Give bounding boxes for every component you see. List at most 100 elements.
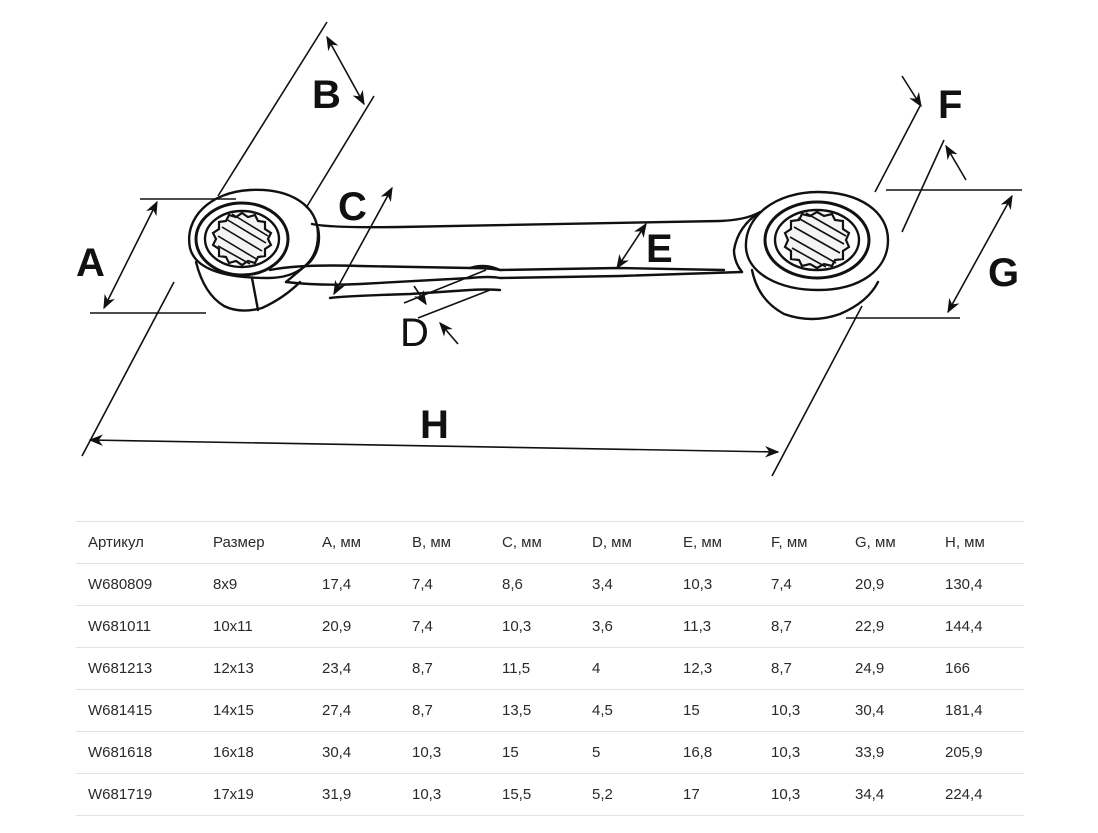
dim-b-extension-left bbox=[217, 21, 328, 197]
shaft-underside bbox=[328, 288, 502, 300]
table-row: W681011 10x11 20,9 7,4 10,3 3,6 11,3 8,7… bbox=[76, 605, 1024, 648]
dim-a-arrow bbox=[103, 200, 158, 310]
col-header-d: D, мм bbox=[592, 534, 632, 551]
wrench-illustration bbox=[187, 188, 890, 321]
cell-f: 10,3 bbox=[771, 744, 801, 761]
cell-c: 15,5 bbox=[502, 786, 532, 803]
cell-g: 33,9 bbox=[855, 744, 885, 761]
spec-table: Артикул Размер A, мм B, мм C, мм D, мм E… bbox=[76, 521, 1024, 816]
dim-label-h: H bbox=[420, 403, 449, 447]
col-header-c: C, мм bbox=[502, 534, 542, 551]
cell-size: 8x9 bbox=[213, 576, 238, 593]
table-row: W681618 16x18 30,4 10,3 15 5 16,8 10,3 3… bbox=[76, 731, 1024, 774]
cell-f: 8,7 bbox=[771, 660, 792, 677]
cell-f: 8,7 bbox=[771, 618, 792, 635]
cell-h: 205,9 bbox=[945, 744, 983, 761]
cell-e: 15 bbox=[683, 702, 700, 719]
right-ring bbox=[763, 200, 871, 280]
cell-size: 16x18 bbox=[213, 744, 254, 761]
wrench-dimension-diagram: A B C D E F G H bbox=[76, 21, 1022, 477]
dim-h-extension-left bbox=[81, 281, 175, 457]
cell-h: 144,4 bbox=[945, 618, 983, 635]
cell-h: 166 bbox=[945, 660, 971, 677]
cell-b: 7,4 bbox=[412, 576, 433, 593]
left-head-outer bbox=[187, 188, 320, 280]
dim-b-extension-right bbox=[305, 95, 375, 209]
cell-a: 30,4 bbox=[322, 744, 352, 761]
col-header-g: G, мм bbox=[855, 534, 896, 551]
cell-a: 27,4 bbox=[322, 702, 352, 719]
cell-article: W681213 bbox=[88, 660, 153, 677]
shaft-bend-detail bbox=[468, 264, 502, 272]
cell-e: 17 bbox=[683, 786, 700, 803]
table-row: W681415 14x15 27,4 8,7 13,5 4,5 15 10,3 … bbox=[76, 689, 1024, 732]
cell-d: 4,5 bbox=[592, 702, 613, 719]
dim-d-arrow-top bbox=[413, 285, 427, 306]
dim-label-e: E bbox=[646, 227, 673, 271]
cell-b: 7,4 bbox=[412, 618, 433, 635]
cell-g: 20,9 bbox=[855, 576, 885, 593]
shaft-top-edge bbox=[310, 211, 760, 229]
cell-d: 5,2 bbox=[592, 786, 613, 803]
dim-b-arrow bbox=[326, 35, 365, 106]
cell-b: 10,3 bbox=[412, 786, 442, 803]
col-header-size: Размер bbox=[213, 534, 265, 551]
cell-size: 10x11 bbox=[213, 618, 253, 635]
right-head-outer bbox=[744, 190, 890, 292]
cell-article: W681011 bbox=[88, 618, 152, 635]
cell-a: 17,4 bbox=[322, 576, 352, 593]
dimension-lines bbox=[81, 21, 1022, 477]
cell-c: 11,5 bbox=[502, 660, 531, 677]
right-neck bbox=[732, 210, 762, 274]
col-header-f: F, мм bbox=[771, 534, 808, 551]
dim-h-arrow bbox=[88, 434, 780, 458]
cell-e: 11,3 bbox=[683, 618, 712, 635]
col-header-b: B, мм bbox=[412, 534, 451, 551]
dim-label-g: G bbox=[988, 251, 1019, 295]
cell-d: 3,6 bbox=[592, 618, 613, 635]
cell-f: 10,3 bbox=[771, 702, 801, 719]
cell-d: 3,4 bbox=[592, 576, 613, 593]
dim-label-d: D bbox=[400, 311, 429, 355]
cell-size: 12x13 bbox=[213, 660, 254, 677]
cell-h: 130,4 bbox=[945, 576, 983, 593]
right-head-side bbox=[750, 268, 880, 321]
cell-article: W680809 bbox=[88, 576, 153, 593]
table-row: W680809 8x9 17,4 7,4 8,6 3,4 10,3 7,4 20… bbox=[76, 563, 1024, 606]
dim-h-extension-right bbox=[771, 305, 863, 477]
cell-b: 8,7 bbox=[412, 702, 433, 719]
cell-article: W681719 bbox=[88, 786, 153, 803]
cell-b: 8,7 bbox=[412, 660, 433, 677]
dim-c-arrow bbox=[333, 186, 393, 296]
left-head-side-step bbox=[250, 276, 260, 312]
left-neck bbox=[284, 226, 321, 284]
cell-a: 23,4 bbox=[322, 660, 352, 677]
dim-f-arrow-top bbox=[901, 75, 922, 108]
cell-size: 14x15 bbox=[213, 702, 254, 719]
dim-label-c: C bbox=[338, 185, 367, 229]
dim-d-arrow-bottom bbox=[439, 321, 459, 345]
cell-f: 7,4 bbox=[771, 576, 792, 593]
cell-e: 16,8 bbox=[683, 744, 713, 761]
col-header-article: Артикул bbox=[88, 534, 144, 551]
cell-g: 22,9 bbox=[855, 618, 885, 635]
cell-c: 13,5 bbox=[502, 702, 532, 719]
dim-label-b: B bbox=[312, 73, 341, 117]
cell-a: 31,9 bbox=[322, 786, 352, 803]
cell-d: 5 bbox=[592, 744, 601, 761]
dim-f-extension-bottom bbox=[901, 139, 945, 233]
cell-e: 12,3 bbox=[683, 660, 713, 677]
dim-label-a: A bbox=[76, 241, 105, 285]
cell-f: 10,3 bbox=[771, 786, 801, 803]
dim-f-extension-top bbox=[874, 105, 921, 193]
cell-g: 24,9 bbox=[855, 660, 885, 677]
cell-h: 181,4 bbox=[945, 702, 983, 719]
shaft-bottom-edge bbox=[284, 270, 744, 286]
cell-size: 17x19 bbox=[213, 786, 254, 803]
dim-d-extension-left bbox=[403, 269, 487, 304]
left-head-side bbox=[194, 260, 302, 312]
dim-f-arrow-bottom bbox=[945, 144, 967, 181]
col-header-a: A, мм bbox=[322, 534, 361, 551]
cell-article: W681618 bbox=[88, 744, 153, 761]
cell-article: W681415 bbox=[88, 702, 153, 719]
